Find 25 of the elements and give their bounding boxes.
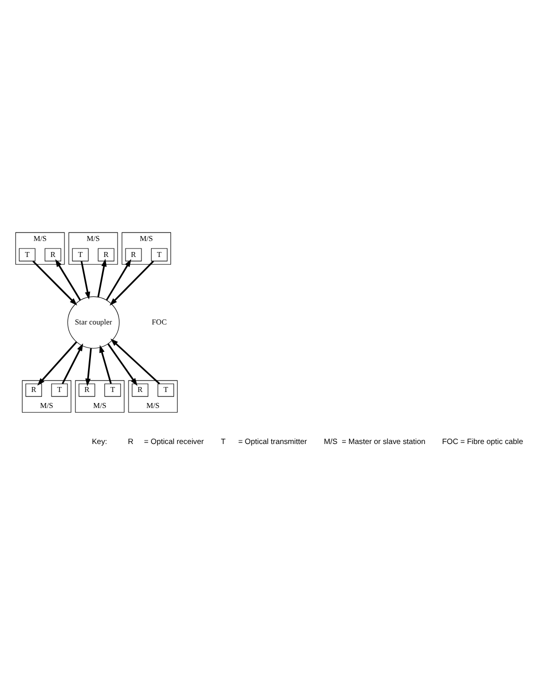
label: FOC — [152, 316, 167, 326]
node-box: R — [125, 248, 142, 261]
node-box: T — [158, 383, 174, 396]
node-box: R — [26, 383, 42, 396]
arrow — [107, 342, 138, 386]
node-box: R — [78, 383, 96, 396]
arrow — [80, 260, 90, 300]
node-box: T — [151, 248, 168, 261]
node-box: R — [132, 383, 148, 396]
node-box: R — [98, 248, 114, 261]
arrow — [110, 260, 154, 306]
node-box: T — [18, 248, 36, 261]
arrow — [97, 258, 107, 297]
node-box: T — [72, 248, 89, 261]
arrow — [106, 258, 132, 300]
arrow — [37, 340, 78, 386]
node-box: R — [44, 248, 62, 261]
arrow — [85, 348, 92, 386]
arrow — [99, 344, 112, 384]
arrow — [62, 342, 84, 384]
arrow — [32, 260, 78, 306]
node-box: T — [51, 383, 68, 396]
arrow — [110, 338, 160, 384]
arrow — [55, 258, 81, 300]
node-box: T — [104, 383, 121, 396]
